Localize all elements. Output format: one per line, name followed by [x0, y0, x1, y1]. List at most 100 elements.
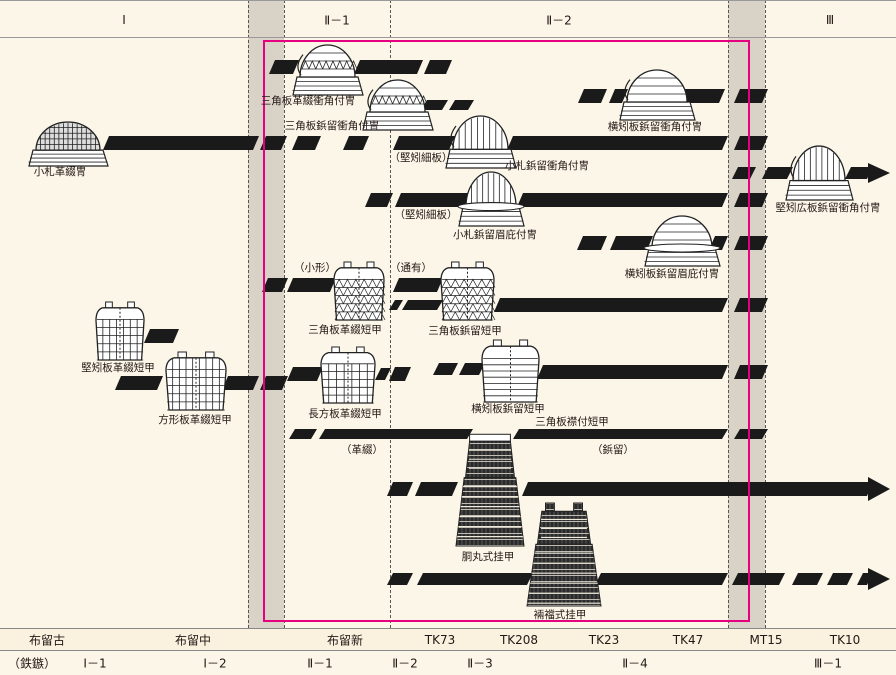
arrowhead-phase-label: Ⅱ－1	[307, 656, 333, 671]
timeline-bar	[287, 367, 323, 381]
timeline-bar	[289, 429, 317, 439]
triangular-plate-pattern	[441, 303, 496, 313]
triangular-plate-pattern	[334, 278, 386, 288]
helmet-label: 三角板鋲留衝角付冑	[284, 119, 380, 132]
rectangular-plate-laced-cuirass-illustration	[320, 346, 376, 404]
visor-brim	[643, 243, 721, 253]
pottery-phase-label: TK47	[672, 633, 704, 647]
keel-front	[624, 79, 631, 101]
timeline-bar	[354, 60, 423, 74]
timeline-bar	[609, 89, 628, 103]
horizontal-plate-riveted-cuirass-illustration	[481, 339, 540, 403]
arrowhead-phase-label: Ⅱ－4	[622, 656, 648, 671]
timeline-bar	[732, 573, 785, 585]
helmet-label: 横矧板鋲留衝角付冑	[607, 120, 703, 133]
timeline-bar	[734, 89, 768, 103]
timeline-bar	[365, 193, 393, 207]
timeline-bar	[449, 100, 474, 110]
period-label: Ⅱ－1	[324, 13, 350, 28]
arrowhead-phase-label: Ⅰ－2	[203, 656, 227, 671]
triangular-plate-pattern	[441, 278, 496, 288]
pottery-phase-row: 布留古 布留中 布留新 TK73 TK208 TK23 TK47 MT15 TK…	[0, 628, 896, 651]
helmet-label: 小札鋲留衝角付冑	[505, 159, 589, 172]
keel-front	[367, 89, 374, 111]
timeline-bar	[262, 278, 288, 292]
timeline-bar	[577, 236, 607, 250]
timeline-bar	[517, 193, 728, 207]
timeline-bar	[433, 363, 458, 375]
period-divider	[284, 0, 285, 628]
triangular-plate-pattern	[301, 59, 358, 70]
timeline-bar	[417, 573, 533, 585]
timeline-bar	[421, 100, 448, 110]
continuation-arrow	[868, 477, 890, 501]
timeline-bar	[677, 89, 725, 103]
pottery-phase-label: TK23	[588, 633, 620, 647]
triangular-plate-pattern	[441, 294, 496, 304]
triangular-plate-pattern	[441, 311, 496, 321]
timeline-bar	[732, 167, 756, 179]
cuirass-note: （革綴）	[341, 443, 383, 456]
triangular-plate-pattern	[334, 302, 386, 313]
pottery-phase-label: TK73	[424, 633, 456, 647]
timeline-bar	[792, 573, 823, 585]
timeline-bar	[292, 136, 321, 150]
timeline-bar	[507, 136, 728, 150]
timeline-bar	[578, 89, 607, 103]
cuirass-note: （鋲留）	[592, 443, 634, 456]
period-label: Ⅲ	[825, 13, 835, 27]
helmet-label: 堅矧広板鋲留衝角付冑	[775, 201, 881, 214]
helmet-note: （堅矧細板）	[394, 208, 458, 221]
armor-illustrations	[28, 44, 854, 607]
continuation-arrow	[868, 163, 890, 183]
domaru-lamellar-armor-illustration	[455, 433, 525, 547]
timeline-bar	[522, 482, 873, 496]
cuirass-note: （小形）	[294, 261, 336, 274]
cuirass-label: 方形板革綴短甲	[158, 413, 232, 426]
skirt	[455, 477, 525, 547]
period-header: Ⅰ Ⅱ－1 Ⅱ－2 Ⅲ	[0, 0, 896, 38]
collar-band	[469, 433, 511, 442]
cuirass-label: 三角板鋲留短甲	[428, 324, 502, 337]
timeline-bar	[734, 236, 768, 250]
keel-front	[450, 125, 457, 148]
vertical-plate-laced-cuirass-illustration	[95, 301, 145, 361]
timeline-bar	[287, 278, 336, 292]
timeline-bar	[260, 136, 287, 150]
pottery-phase-label: 布留新	[326, 633, 364, 648]
transition-band-1	[248, 0, 284, 628]
timeline-bar	[734, 429, 768, 439]
timeline-bar	[734, 365, 768, 379]
timeline-bar	[393, 278, 443, 292]
helmet-dome	[452, 115, 509, 150]
arrowhead-phase-label: Ⅱ－2	[392, 656, 418, 671]
arrowhead-phase-label: Ⅱ－3	[467, 656, 493, 671]
lamellar-label: 裲襠式挂甲	[533, 608, 587, 621]
timeline-bar	[115, 376, 163, 390]
helmet-note: （堅矧細板）	[389, 151, 453, 164]
triangular-plate-riveted-cuirass-illustration	[440, 261, 496, 321]
skirt	[526, 543, 602, 607]
triangular-plate-riveted-keeled-helmet-illustration	[362, 79, 434, 131]
cuirass-label: 長方板革綴短甲	[308, 407, 382, 420]
timeline-bar	[610, 236, 653, 250]
pottery-phase-label: MT15	[749, 633, 783, 647]
pottery-phase-label: 布留古	[28, 633, 66, 648]
helmet-dome	[465, 171, 517, 208]
small-scale-riveted-keeled-helmet-illustration	[445, 115, 517, 169]
ryoto-lamellar-armor-illustration	[526, 502, 602, 607]
visor-brim	[457, 202, 525, 212]
helmet-label: 小札革綴冑	[33, 165, 87, 178]
timeline-bar	[387, 482, 413, 496]
timeline-bar	[260, 376, 288, 390]
timeline-bar	[734, 136, 768, 150]
keel-front	[790, 156, 797, 179]
triangular-plate-pattern	[334, 311, 386, 321]
cuirass-label: 堅矧板革綴短甲	[81, 361, 155, 374]
helmet-label: 三角板革綴衝角付冑	[260, 94, 356, 107]
continuation-arrow	[868, 568, 890, 590]
timeline-bar	[513, 429, 728, 439]
timeline-bars	[103, 60, 890, 590]
timeline-bar	[103, 136, 259, 150]
